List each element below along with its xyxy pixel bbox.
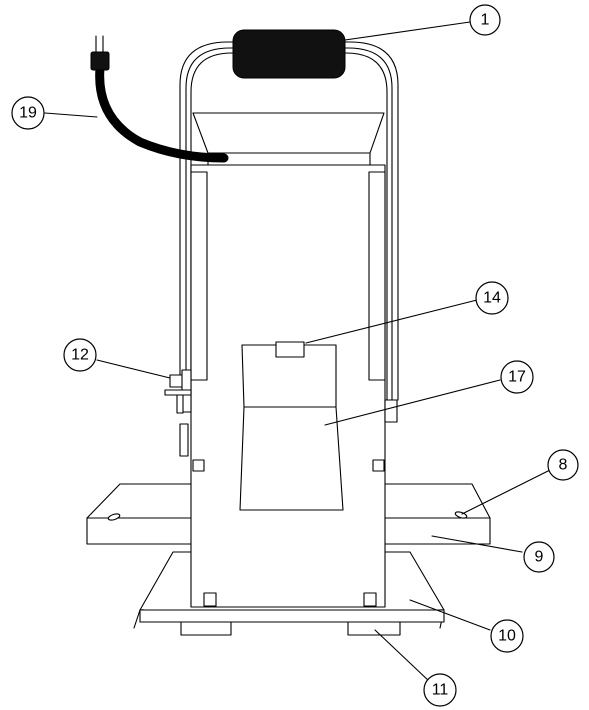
handle-grip (232, 29, 346, 79)
power-switch (275, 341, 305, 358)
leader-lines (44, 21, 551, 683)
foot-pad-left (180, 621, 232, 636)
callout-1: 1 (469, 4, 501, 36)
body-tab-left (192, 459, 205, 472)
adjustment-knob (164, 369, 192, 457)
callout-14: 14 (475, 281, 509, 315)
svg-text:17: 17 (508, 369, 526, 386)
body-tab-right (372, 459, 385, 472)
svg-text:9: 9 (535, 549, 544, 566)
foot-pad-right (347, 621, 401, 636)
callout-11: 11 (423, 673, 457, 707)
svg-text:10: 10 (498, 628, 516, 645)
callout-9: 9 (523, 541, 555, 573)
callout-19: 19 (11, 96, 45, 130)
svg-text:19: 19 (19, 105, 37, 122)
svg-text:8: 8 (559, 457, 568, 474)
slot-hole-left (107, 513, 121, 521)
callout-8: 8 (547, 449, 579, 481)
svg-text:14: 14 (483, 290, 501, 307)
svg-text:1: 1 (481, 12, 490, 29)
power-cord (90, 35, 229, 163)
callout-17: 17 (500, 360, 534, 394)
hopper (192, 112, 385, 166)
callout-12: 12 (63, 338, 97, 372)
svg-text:12: 12 (71, 347, 89, 364)
collection-drawer (239, 344, 344, 511)
side-rails (190, 171, 398, 423)
svg-text:11: 11 (432, 682, 449, 699)
callout-10: 10 (490, 619, 524, 653)
base-tab-right (363, 592, 377, 607)
base-tab-left (203, 592, 217, 607)
